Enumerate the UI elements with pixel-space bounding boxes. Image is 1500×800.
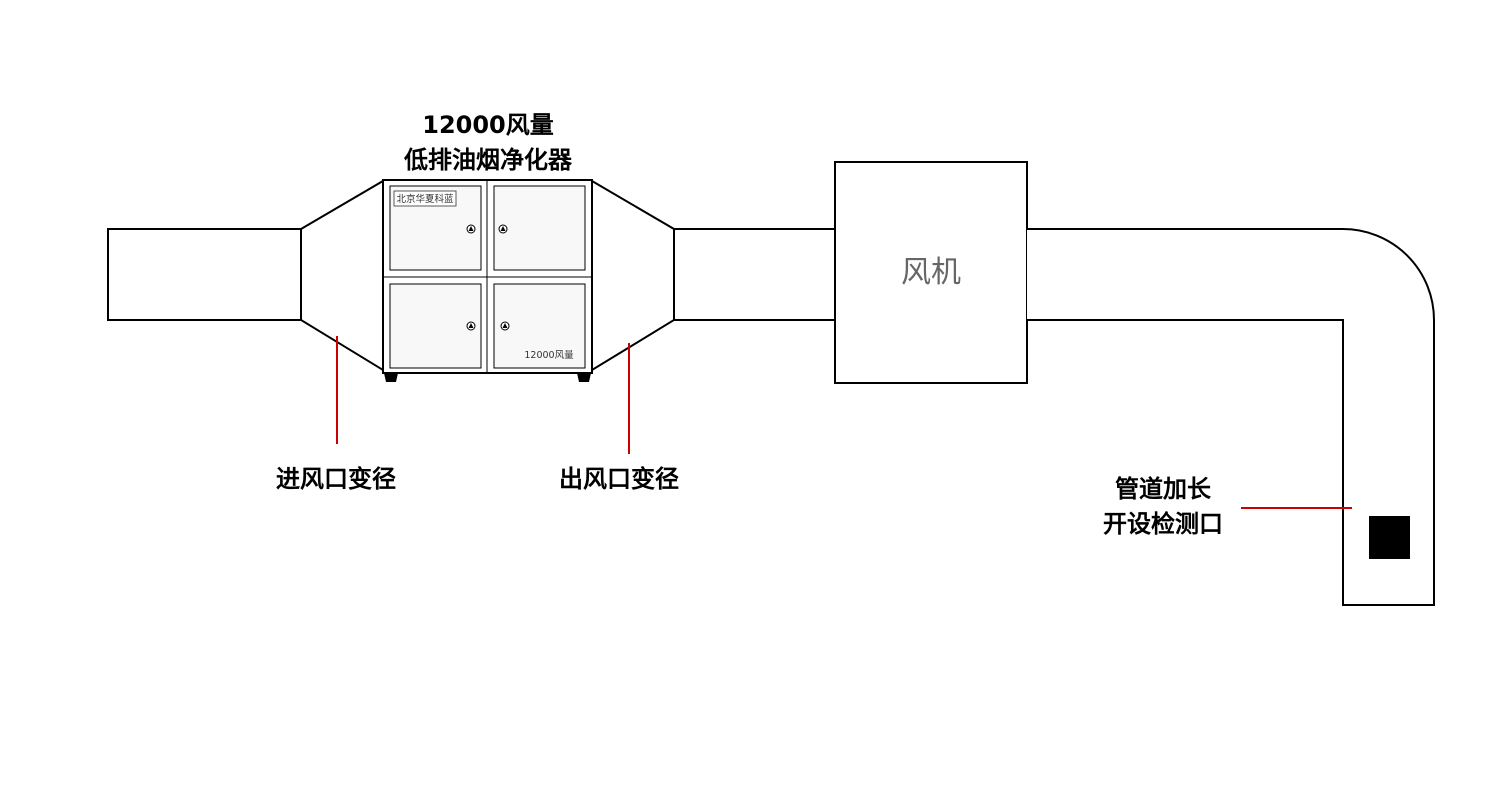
port-label-line2: 开设检测口 xyxy=(1103,510,1223,538)
exhaust-duct-elbow xyxy=(1027,228,1435,606)
inlet-label: 进风口变径 xyxy=(276,465,396,493)
cabinet-door-bottom-left[interactable] xyxy=(389,283,482,369)
fan-box xyxy=(834,161,1028,384)
brand-plate xyxy=(393,190,457,207)
inspection-port xyxy=(1369,516,1410,559)
inlet-reducer xyxy=(300,179,384,372)
port-label-line1: 管道加长 xyxy=(1115,475,1212,503)
purifier-unit: 北京华夏科蓝 12000风量 xyxy=(382,179,593,382)
door-lock-icon xyxy=(500,321,510,331)
mid-duct xyxy=(673,228,836,321)
purifier-title-line2: 低排油烟净化器 xyxy=(403,146,573,174)
inlet-duct xyxy=(107,228,302,321)
fan-label: 风机 xyxy=(901,255,961,290)
door-lock-icon xyxy=(498,224,508,234)
cabinet-door-top-right[interactable] xyxy=(493,185,586,271)
outlet-label: 出风口变径 xyxy=(559,465,679,493)
purifier-title-line1: 12000风量 xyxy=(422,111,554,139)
door-lock-icon xyxy=(466,224,476,234)
door-lock-icon xyxy=(466,321,476,331)
outlet-reducer xyxy=(591,179,675,372)
cabinet-foot-left xyxy=(384,373,398,382)
brand-plate-text: 北京华夏科蓝 xyxy=(396,193,454,205)
airflow-plate-text: 12000风量 xyxy=(524,350,574,361)
cabinet-foot-right xyxy=(577,373,591,382)
